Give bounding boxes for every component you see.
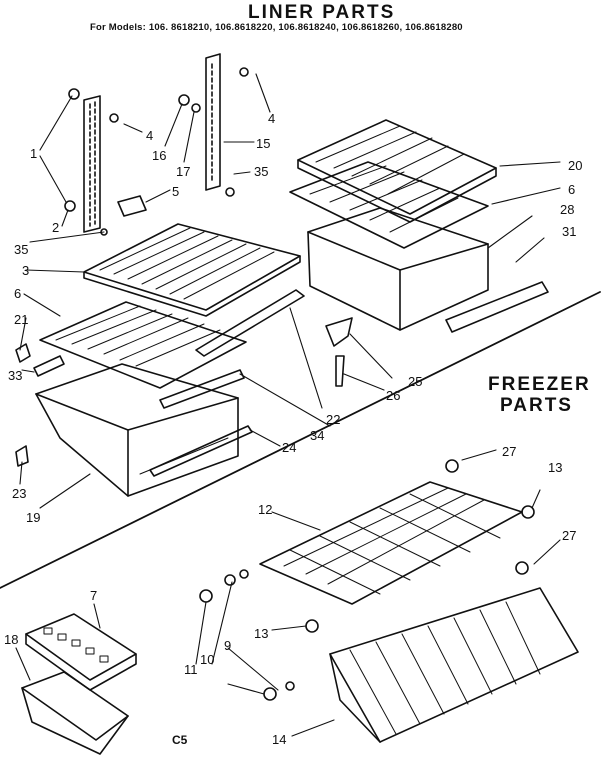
callout-label: 6 bbox=[568, 182, 575, 197]
page-title: LINER PARTS bbox=[248, 2, 396, 23]
callout-label: 21 bbox=[14, 312, 28, 327]
callout-label: 6 bbox=[14, 286, 21, 301]
section-divider bbox=[0, 291, 601, 589]
callout-label: 1 bbox=[30, 146, 37, 161]
freezer-title-line1: FREEZER bbox=[488, 374, 591, 395]
callout-label: 27 bbox=[562, 528, 576, 543]
drawer-slide-24 bbox=[149, 425, 253, 477]
callout-label: 28 bbox=[560, 202, 574, 217]
trim-strip-34 bbox=[159, 369, 245, 409]
callout-label: 27 bbox=[502, 444, 516, 459]
freezer-basket bbox=[329, 587, 579, 743]
callout-label: 14 bbox=[272, 732, 286, 747]
trim-strip-31 bbox=[445, 281, 549, 333]
callout-label: 9 bbox=[224, 638, 231, 653]
callout-label: 15 bbox=[256, 136, 270, 151]
freezer-wire-shelf bbox=[259, 481, 523, 605]
clip-23 bbox=[15, 445, 29, 467]
callout-label: 13 bbox=[548, 460, 562, 475]
callout-label: 19 bbox=[26, 510, 40, 525]
crisper-drawer-left bbox=[35, 363, 239, 497]
ice-cube-tray bbox=[25, 613, 137, 691]
callout-label: 35 bbox=[14, 242, 28, 257]
callout-label: 7 bbox=[90, 588, 97, 603]
crisper-cover-left bbox=[39, 301, 247, 389]
leader-lines bbox=[15, 73, 561, 737]
left-shelf-rail bbox=[83, 95, 101, 233]
callout-label: 22 bbox=[326, 412, 340, 427]
fasteners-upper bbox=[64, 67, 249, 236]
callout-label: 4 bbox=[146, 128, 153, 143]
callout-label: 5 bbox=[172, 184, 179, 199]
part-33-bar bbox=[33, 355, 65, 377]
callout-label: 26 bbox=[386, 388, 400, 403]
shelf-upper-right bbox=[297, 119, 497, 223]
shelf-upper-left bbox=[83, 223, 301, 317]
callout-label: 24 bbox=[282, 440, 296, 455]
crisper-drawer-right bbox=[307, 207, 489, 331]
callout-label: 35 bbox=[254, 164, 268, 179]
callout-label: 20 bbox=[568, 158, 582, 173]
freezer-title-line2: PARTS bbox=[500, 395, 573, 416]
callout-label: 18 bbox=[4, 632, 18, 647]
ice-bin bbox=[21, 671, 129, 755]
callout-label: 23 bbox=[12, 486, 26, 501]
bracket-25 bbox=[325, 317, 353, 347]
crisper-cover-right bbox=[289, 161, 489, 249]
callout-label: 16 bbox=[152, 148, 166, 163]
callout-label: 2 bbox=[52, 220, 59, 235]
callout-label: 13 bbox=[254, 626, 268, 641]
pin-26 bbox=[335, 355, 345, 387]
clip-21 bbox=[15, 343, 31, 363]
callout-label: 3 bbox=[22, 263, 29, 278]
models-line: For Models: 106. 8618210, 106.8618220, 1… bbox=[90, 22, 463, 33]
callout-label: 4 bbox=[268, 111, 275, 126]
callout-label: 11 bbox=[184, 662, 198, 677]
callout-label: 12 bbox=[258, 502, 272, 517]
callout-labels: 1 2 3 4 4 5 6 6 7 9 10 11 12 13 13 14 15… bbox=[4, 111, 582, 747]
trim-strip-22 bbox=[195, 289, 305, 357]
fasteners-freezer bbox=[199, 459, 535, 701]
callout-label: 17 bbox=[176, 164, 190, 179]
diagram-code: C5 bbox=[172, 733, 188, 747]
callout-label: 33 bbox=[8, 368, 22, 383]
callout-label: 25 bbox=[408, 374, 422, 389]
callout-label: 34 bbox=[310, 428, 324, 443]
callout-label: 10 bbox=[200, 652, 214, 667]
right-shelf-rail bbox=[205, 53, 221, 191]
callout-label: 31 bbox=[562, 224, 576, 239]
